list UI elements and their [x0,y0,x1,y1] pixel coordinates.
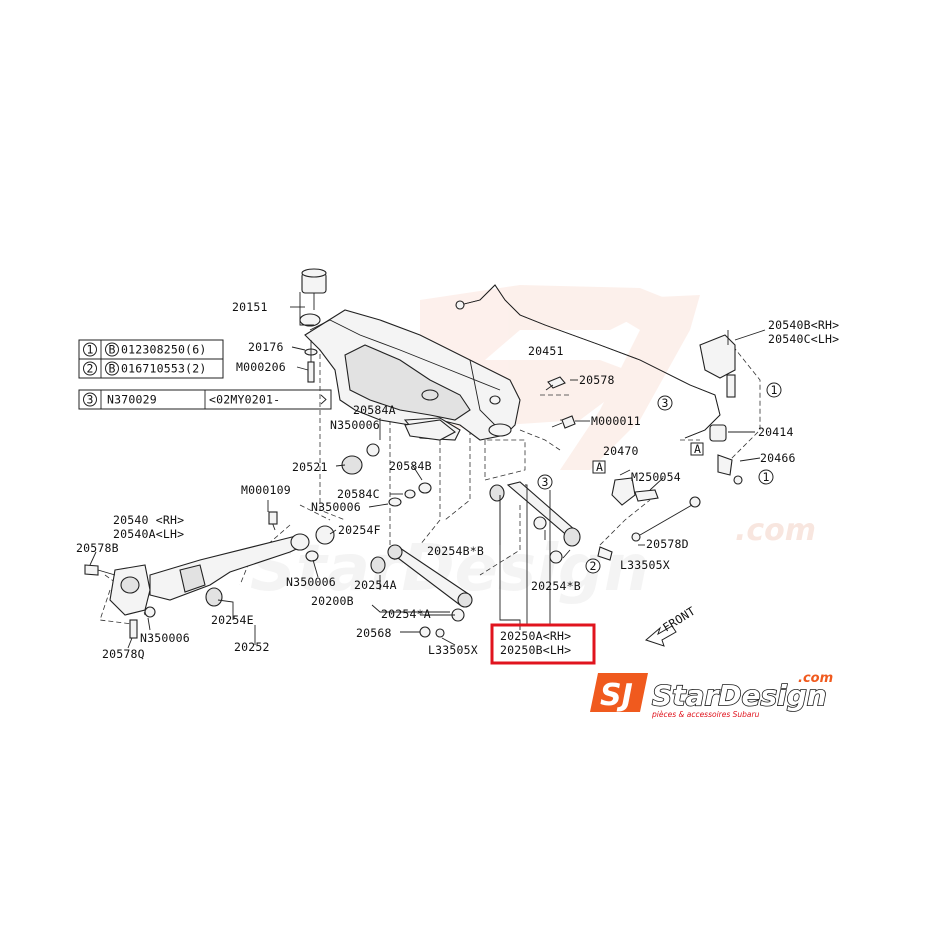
label-20254B2: 20254*B [531,579,581,593]
bushing-bottom [488,423,512,437]
label-20200B: 20200B [311,594,354,608]
stabilizer-bar [455,284,721,439]
trailing-bracket [84,564,156,639]
bushing-20151 [301,268,327,310]
circle-2: 2 [590,559,597,573]
label-20466: 20466 [760,451,796,465]
watermark: StarDesign .com [250,285,816,606]
legend-circle-3 [83,392,97,407]
label-20252: 20252 [234,640,270,654]
legend-circle-b2 [105,361,119,376]
label-20578B: 20578B [76,541,119,555]
circled-refs: 1 1 2 3 3 [537,382,782,574]
label-20584B: 20584B [389,459,432,473]
label-20414: 20414 [758,425,794,439]
label-M000206: M000206 [236,360,286,374]
circle-3b: 3 [542,475,549,489]
label-20540C: 20540C<LH> [768,332,839,346]
logo-badge [590,673,648,712]
ref-a2: A [694,442,701,456]
label-20584C: 20584C [337,487,380,501]
legend-mark-2: B [109,362,116,376]
label-20254BB: 20254B*B [427,544,484,558]
bushing-top [299,313,321,327]
lateral-link-20250 [489,481,581,564]
legend-code-2: 016710553(2) [121,362,206,376]
trailing-link-hardware [597,477,701,561]
label-M250054: M250054 [631,470,681,484]
front-label: FRONT [660,604,698,635]
lateral-link-20200B [370,544,473,638]
stabilizer-bracket [699,330,736,398]
label-N350006-c: N350006 [286,575,336,589]
legend-range-3: <02MY0201- [209,393,280,407]
legend-circle-b1 [105,342,119,357]
legend-num-2: 2 [87,362,94,376]
legend-code-1: 012308250(6) [121,343,206,357]
label-20568: 20568 [356,626,392,640]
legend-circle-1 [83,342,97,357]
label-20540B: 20540B<RH> [768,318,839,332]
label-20540A: 20540A<LH> [113,527,184,541]
label-20250B: 20250B<LH> [500,643,571,657]
label-20584A: 20584A [353,403,396,417]
label-N350006-d: N350006 [140,631,190,645]
highlight-box [490,623,596,665]
ref-a1: A [596,460,603,474]
label-20470: 20470 [603,444,639,458]
label-20578D: 20578D [646,537,689,551]
label-20254F: 20254F [338,523,381,537]
legend-num-3: 3 [87,393,94,407]
ref-markers: A A [592,442,704,474]
label-M000109: M000109 [241,483,291,497]
label-20250A: 20250A<RH> [500,629,571,643]
watermark-url: .com [735,513,816,548]
circle-1a: 1 [771,383,778,397]
mount-parts [341,419,456,507]
label-20254AA: 20254*A [381,607,431,621]
highlighted-part-20250: 20250A<RH> 20250B<LH> [490,623,596,665]
watermark-logo-stroke [560,295,700,470]
stab-bushing-clamp [709,424,743,485]
label-20578Q: 20578Q [102,647,145,661]
label-20254A: 20254A [354,578,397,592]
watermark-logo-shape [400,285,670,430]
legend-table: 1 B 012308250(6) 2 B 016710553(2) 3 N370… [78,339,332,410]
logo: SJ StarDesign .com pièces & accessoires … [590,671,833,719]
label-20578: 20578 [579,373,615,387]
legend-num-1: 1 [87,343,94,357]
label-20254E: 20254E [211,613,254,627]
label-20521: 20521 [292,460,328,474]
legend-code-3: N370029 [107,393,157,407]
label-N350006-a: N350006 [330,418,380,432]
label-20540: 20540 <RH> [113,513,184,527]
label-20176: 20176 [248,340,284,354]
legend-arrow [320,394,327,405]
ref-box-a1 [592,460,606,474]
logo-dotcom: .com [798,671,833,686]
label-L33505X-b: L33505X [428,643,478,657]
washer-bolt-set [304,340,318,383]
label-20451: 20451 [528,344,564,358]
logo-tagline: pièces & accessoires Subaru [651,710,760,719]
trailing-link-20252 [149,511,335,607]
label-L33505X-a: L33505X [620,558,670,572]
logo-mark: SJ [600,678,633,713]
front-indicator: FRONT [645,604,698,647]
label-M000011: M000011 [591,414,641,428]
label-N350006-b: N350006 [311,500,361,514]
logo-brand: StarDesign [652,679,827,712]
front-arrow-icon [645,625,677,647]
legend-mark-1: B [109,343,116,357]
bolts-upper [545,376,576,429]
label-20151: 20151 [232,300,268,314]
part-labels: 20151 20176 M000206 20451 20578 20540B<R… [76,300,839,661]
circle-1b: 1 [763,470,770,484]
circle-3a: 3 [662,396,669,410]
ref-box-a2 [690,442,704,456]
legend-circle-2 [83,361,97,376]
